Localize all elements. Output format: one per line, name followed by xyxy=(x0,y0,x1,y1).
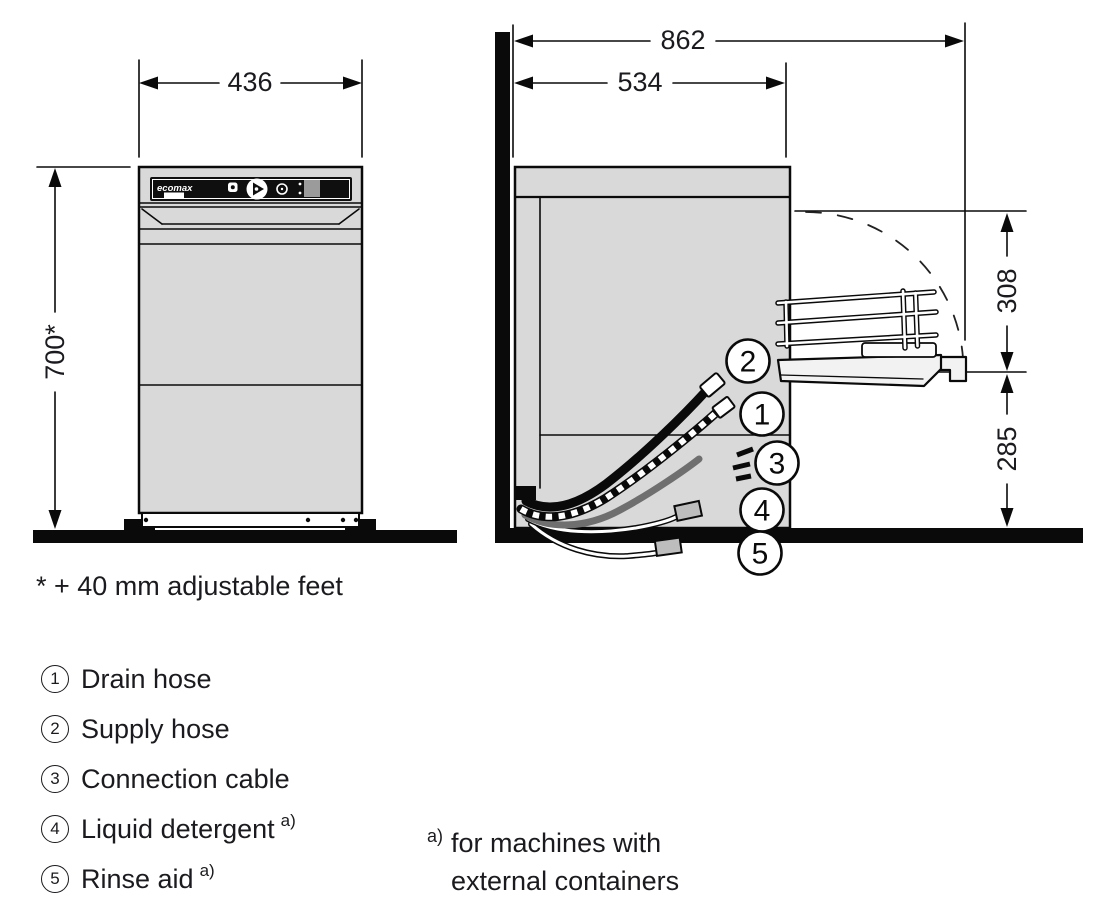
front-cabinet xyxy=(137,165,364,515)
legend-label-supply-hose: Supply hose xyxy=(81,713,230,744)
door-top-trim xyxy=(139,208,362,386)
open-door xyxy=(776,353,968,388)
legend-noteref-4: a) xyxy=(280,811,296,830)
legend-item-connection-cable: 3 Connection cable xyxy=(41,754,296,804)
rinse-aid-tube xyxy=(528,521,683,560)
front-width-label: 436 xyxy=(227,66,273,97)
footnote-line2: external containers xyxy=(451,866,680,896)
wall xyxy=(495,32,510,540)
display xyxy=(304,180,320,197)
svg-text:4: 4 xyxy=(754,495,771,528)
front-height-dimension xyxy=(36,166,131,529)
legend-item-liquid-detergent: 4 Liquid detergent a) xyxy=(41,804,296,854)
spark-marks xyxy=(732,446,754,482)
control-panel: ecomax xyxy=(150,177,352,201)
rack-tray xyxy=(861,342,937,358)
door-handle xyxy=(939,355,968,383)
front-base-strip xyxy=(141,512,360,528)
legend-number-3: 3 xyxy=(41,765,69,793)
legend-label-liquid-detergent: Liquid detergent xyxy=(81,813,275,844)
footnote-marker: a) xyxy=(427,826,444,846)
start-button-icon xyxy=(246,178,268,200)
front-height-label: 700* xyxy=(39,324,70,380)
svg-text:3: 3 xyxy=(769,448,786,481)
footnote: a) for machines with external containers xyxy=(427,824,679,900)
legend-label-drain-hose: Drain hose xyxy=(81,663,212,694)
supply-hose xyxy=(521,372,726,512)
marker-connection-cable: 3 xyxy=(754,440,800,486)
total-depth-dimension xyxy=(514,34,964,48)
door-to-floor-label: 285 xyxy=(991,426,1022,472)
svg-text:2: 2 xyxy=(740,346,757,379)
detergent-tube xyxy=(525,499,704,535)
svg-text:5: 5 xyxy=(752,538,769,571)
marker-drain-hose: 1 xyxy=(739,391,785,437)
marker-liquid-detergent: 4 xyxy=(739,487,785,533)
callout-markers: 2 1 3 4 5 xyxy=(725,338,800,576)
legend-number-1: 1 xyxy=(41,665,69,693)
dish-rack xyxy=(775,288,939,358)
body-depth-label: 534 xyxy=(617,66,663,97)
door-to-floor-dimension xyxy=(1000,374,1014,527)
front-view: ecomax xyxy=(33,59,457,543)
legend: 1 Drain hose 2 Supply hose 3 Connection … xyxy=(41,654,296,904)
front-width-dimension xyxy=(138,59,363,158)
marker-rinse-aid: 5 xyxy=(737,530,783,576)
legend-label-rinse-aid: Rinse aid xyxy=(81,863,194,894)
front-floor xyxy=(33,530,457,543)
legend-item-supply-hose: 2 Supply hose xyxy=(41,704,296,754)
door-swing-arc xyxy=(805,211,964,359)
marker-supply-hose: 2 xyxy=(725,338,771,384)
brand-logo: ecomax xyxy=(157,183,193,194)
program-icon xyxy=(228,182,238,192)
legend-item-drain-hose: 1 Drain hose xyxy=(41,654,296,704)
drain-hose xyxy=(516,395,736,522)
feet-note: * + 40 mm adjustable feet xyxy=(36,571,343,601)
svg-text:1: 1 xyxy=(754,399,771,432)
side-floor xyxy=(495,528,1083,543)
legend-item-rinse-aid: 5 Rinse aid a) xyxy=(41,854,296,904)
body-depth-dimension xyxy=(514,76,785,90)
legend-number-5: 5 xyxy=(41,865,69,893)
legend-number-4: 4 xyxy=(41,815,69,843)
rinse-icon xyxy=(276,183,288,195)
total-depth-label: 862 xyxy=(660,24,706,55)
side-view: 2 1 3 4 5 xyxy=(495,22,1083,576)
connection-cable xyxy=(521,446,754,529)
door-height-label: 308 xyxy=(991,268,1022,314)
legend-number-2: 2 xyxy=(41,715,69,743)
legend-noteref-5: a) xyxy=(199,861,215,880)
footnote-line1: for machines with xyxy=(451,828,662,858)
hose-outlet xyxy=(516,486,536,500)
door-height-dimension xyxy=(1000,213,1014,371)
brand-badge xyxy=(164,192,184,198)
legend-label-connection-cable: Connection cable xyxy=(81,763,290,794)
